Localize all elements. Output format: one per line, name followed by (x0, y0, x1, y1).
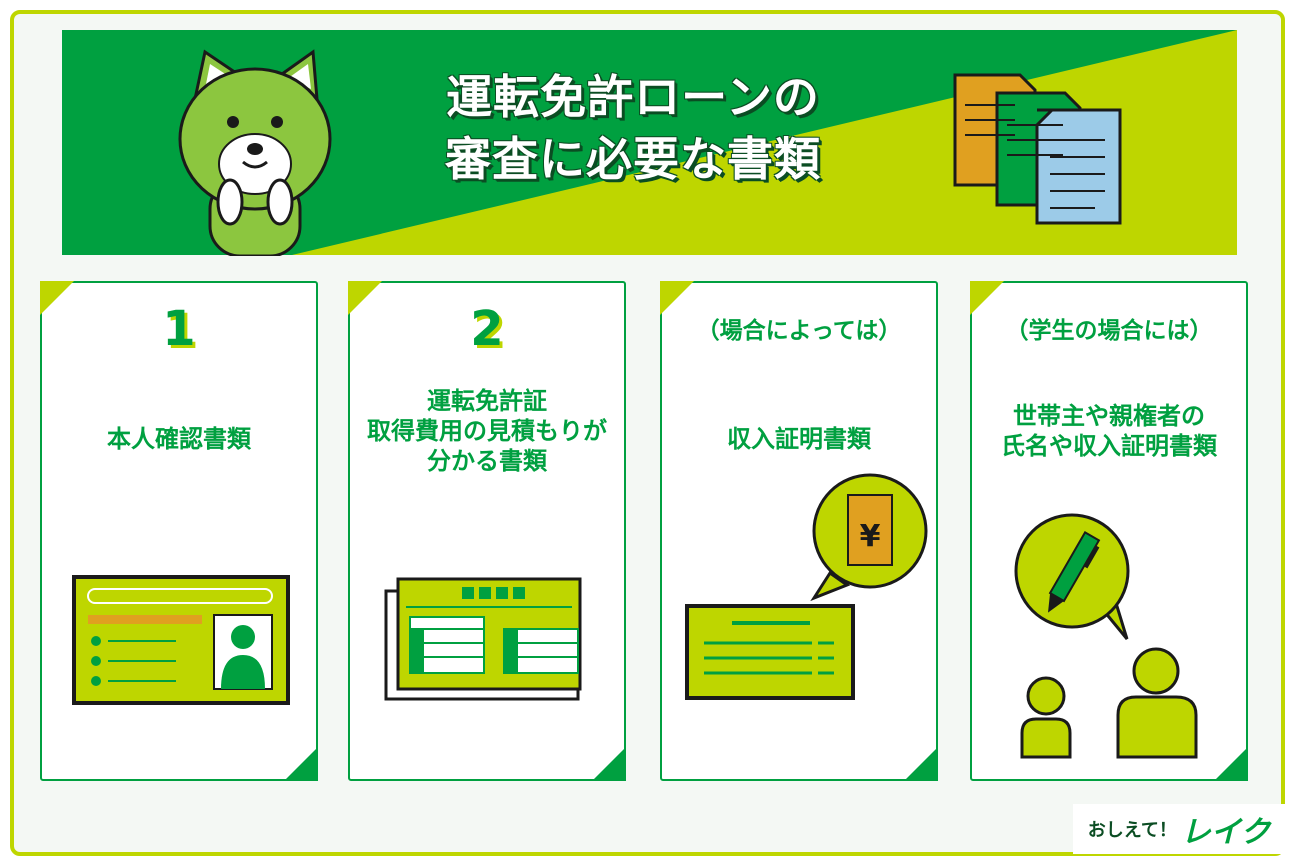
brand-logo: おしえて！ レイク (1073, 804, 1285, 854)
card-condition-note: （場合によっては） (696, 318, 902, 344)
card-corner-accent (348, 281, 382, 315)
guardian-signature-icon (1014, 513, 1198, 759)
logo-name: レイク (1180, 815, 1271, 850)
card-corner-accent (904, 747, 938, 781)
card-identity-documents: 1 本人確認書類 (40, 281, 326, 789)
card-corner-accent (284, 747, 318, 781)
documents-stack-icon (953, 73, 1122, 225)
card-label: 世帯主や親権者の 氏名や収入証明書類 (972, 401, 1246, 461)
card-corner-accent (970, 281, 1004, 315)
card-label-line: 氏名や収入証明書類 (1001, 432, 1217, 460)
card-label-line: 世帯主や親権者の (1013, 402, 1205, 430)
income-statement-icon: ¥ (685, 473, 928, 700)
card-income-proof: （場合によっては） 収入証明書類 ¥ (660, 281, 946, 789)
card-guardian-documents: （学生の場合には） 世帯主や親権者の 氏名や収入証明書類 (970, 281, 1256, 789)
card-label: 本人確認書類 (42, 424, 316, 454)
card-corner-accent (1214, 747, 1248, 781)
card-label-line: 取得費用の見積もりが (367, 417, 607, 445)
estimate-document-icon (384, 577, 582, 701)
card-shadow (48, 289, 326, 789)
card-corner-accent (40, 281, 74, 315)
logo-prefix: おしえて！ (1087, 820, 1177, 841)
banner-title: 運転免許ローンの 審査に必要な書類 (398, 66, 868, 190)
banner-title-line1: 運転免許ローンの (446, 70, 820, 124)
card-label: 収入証明書類 (662, 424, 936, 454)
card-license-estimate: 2 運転免許証 取得費用の見積もりが 分かる書類 (348, 281, 634, 789)
card-label: 運転免許証 取得費用の見積もりが 分かる書類 (350, 386, 624, 476)
card-label-line: 分かる書類 (427, 447, 547, 475)
card-number-badge: 1 (162, 301, 196, 357)
card-label-line: 運転免許証 (427, 387, 547, 415)
card-number-badge: 2 (470, 301, 504, 357)
card-corner-accent (660, 281, 694, 315)
banner-title-line2: 審査に必要な書類 (445, 132, 821, 186)
card-label-line: 本人確認書類 (107, 425, 251, 453)
card-condition-note: （学生の場合には） (1005, 318, 1213, 344)
card-shadow (356, 289, 634, 789)
card-label-line: 収入証明書類 (727, 425, 871, 453)
card-corner-accent (592, 747, 626, 781)
yen-symbol: ¥ (860, 519, 881, 554)
id-card-icon (72, 575, 290, 705)
dog-mascot-icon (178, 49, 332, 256)
